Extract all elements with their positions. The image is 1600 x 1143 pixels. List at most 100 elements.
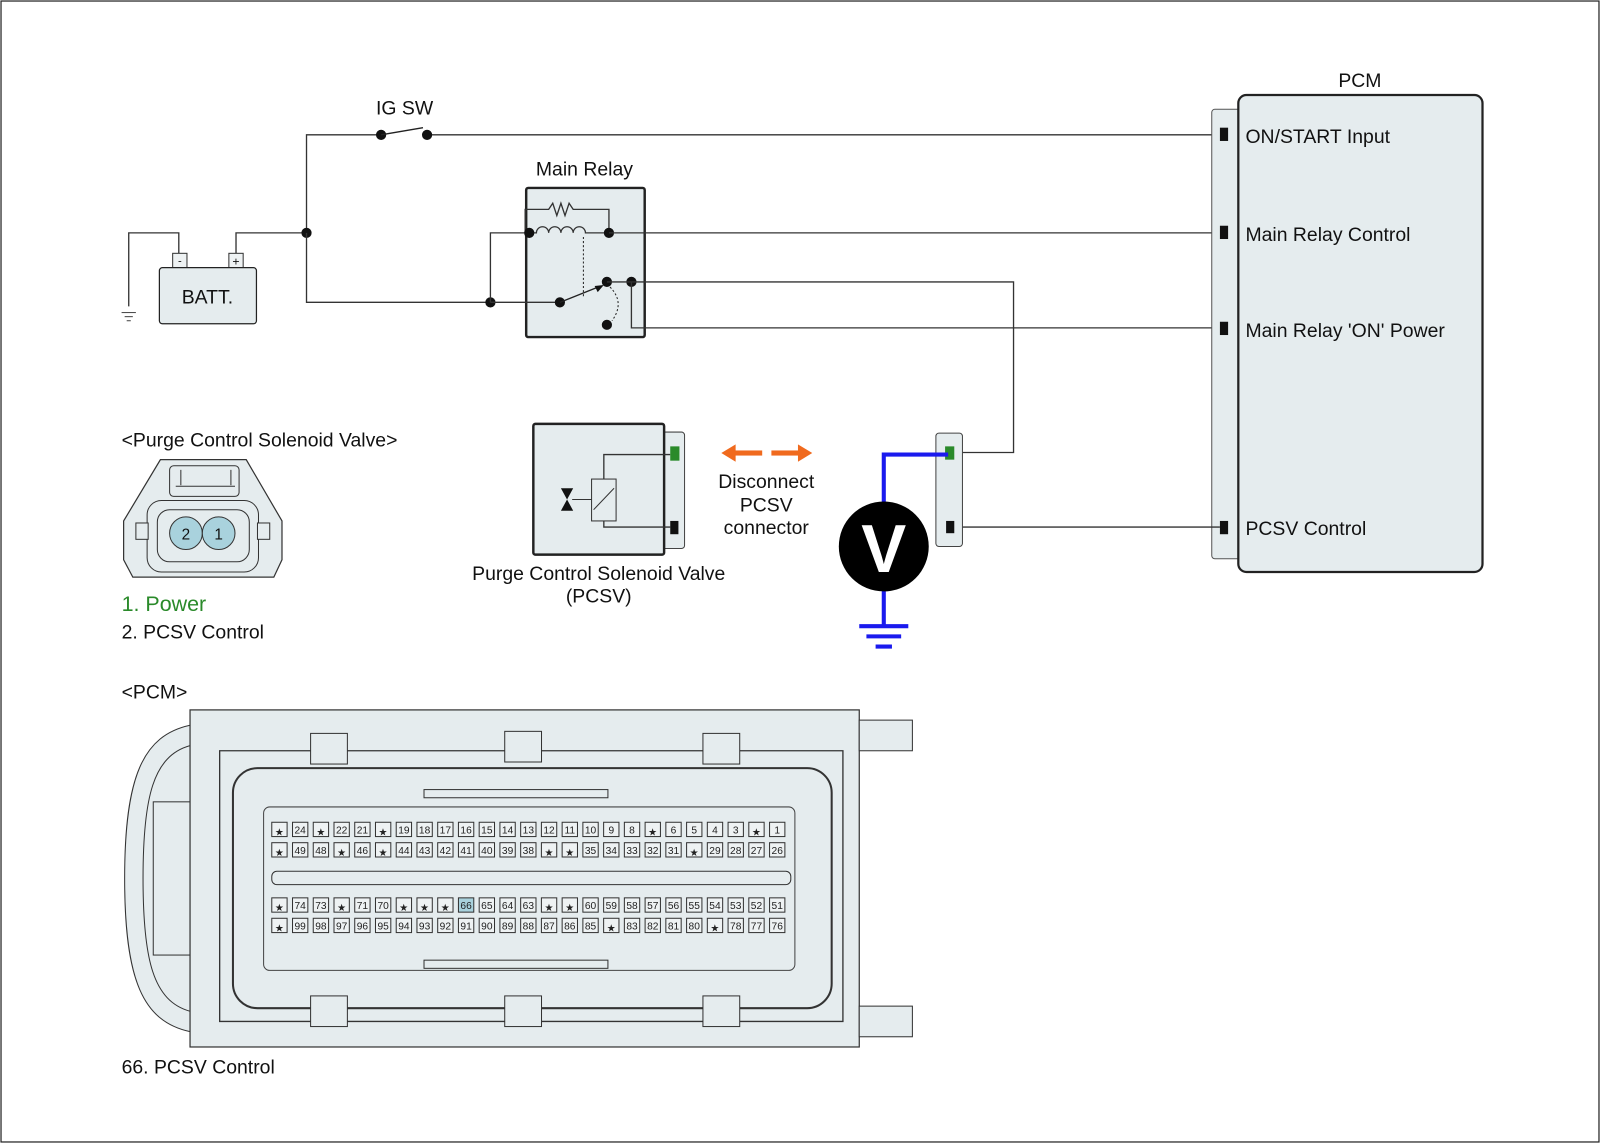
pcm-pin <box>769 897 786 913</box>
pcm-pin <box>312 897 330 913</box>
pcm-pin-number: 71 <box>357 901 369 912</box>
power-pin <box>945 446 955 460</box>
battery-pos-label: + <box>232 255 239 269</box>
pcm-pin-number: 8 <box>629 826 635 837</box>
pcm-pin-number: 86 <box>564 922 576 933</box>
pcm-pin-unused-icon: ★ <box>648 828 657 839</box>
pcm-pin <box>395 917 413 934</box>
pcm-pin <box>478 821 496 838</box>
pcm-pin-number: 34 <box>606 846 618 857</box>
pcm-pin-unused-icon: ★ <box>607 924 616 935</box>
pcm-pin <box>395 897 413 913</box>
pcm-pin <box>499 842 516 858</box>
pcm-pin <box>686 821 703 838</box>
disconnect-label: PCSV <box>740 495 793 517</box>
pcm-pin <box>374 842 392 858</box>
pcm-pin-number: 22 <box>336 826 348 837</box>
ground-icon <box>121 312 136 322</box>
control-pin <box>670 520 679 535</box>
pcm-pin <box>333 897 350 913</box>
pcm-pin-number: 5 <box>691 826 697 837</box>
pcm-pin-number: 51 <box>772 901 784 912</box>
pcm-pin <box>478 897 496 913</box>
pcm-pin-number: 97 <box>336 922 348 933</box>
pcm-pin <box>520 821 537 838</box>
pcm-pin-unused-icon: ★ <box>690 848 699 859</box>
pcm-pin-number: 96 <box>357 922 369 933</box>
pcm-pin-number: 46 <box>357 846 369 857</box>
pcm-title: PCM <box>1338 70 1381 92</box>
disconnect-label: connector <box>724 517 810 539</box>
pcm-pin <box>603 897 620 913</box>
pcm-pin <box>374 897 392 913</box>
pcm-pin <box>416 897 433 913</box>
pcm-pin <box>644 821 661 838</box>
pcm-pin-number: 16 <box>460 826 472 837</box>
pcm-pin <box>748 897 765 913</box>
pcm-pin <box>582 821 599 838</box>
pcm-pin <box>582 897 599 913</box>
pcm-pin <box>686 917 703 934</box>
pcm-pin <box>540 897 558 913</box>
pcm-pin-number: 95 <box>377 922 389 933</box>
pcm-pin <box>374 821 392 838</box>
disconnect-label: Disconnect <box>718 471 815 493</box>
pin-description: 1. Power <box>122 592 207 616</box>
pcm-pin <box>374 917 392 934</box>
pcm-terminal: Main Relay 'ON' Power <box>1219 320 1445 342</box>
pcm-connector-title: <PCM> <box>122 682 188 704</box>
pcm-pin-unused-icon: ★ <box>399 903 408 914</box>
pcm-pin-number: 52 <box>751 901 763 912</box>
pcm-pin-number: 49 <box>294 846 306 857</box>
pcm-pin-unused-icon: ★ <box>275 848 284 859</box>
pcm-pin-number: 29 <box>709 846 721 857</box>
pcm-pin-unused-icon: ★ <box>544 848 553 859</box>
pcm-pin-number: 17 <box>440 826 452 837</box>
pcm-pin <box>520 842 537 858</box>
pcm-pin <box>561 821 578 838</box>
pcm-pin <box>312 917 330 934</box>
pcm-pin-number: 83 <box>626 922 638 933</box>
disconnect-arrows-icon <box>721 444 813 462</box>
pcm-terminal-label: Main Relay Control <box>1245 224 1410 246</box>
pcm-pin <box>561 917 578 934</box>
pcm-pin-number: 91 <box>460 922 472 933</box>
pcm-pin <box>457 842 475 858</box>
pcm-pin-number: 73 <box>315 901 327 912</box>
pcsv-connector-title: <Purge Control Solenoid Valve> <box>122 429 398 451</box>
pcm-pin-unused-icon: ★ <box>275 903 284 914</box>
pcm-pin <box>478 917 496 934</box>
pcm-pin <box>748 917 765 934</box>
pcm-pin-number: 93 <box>419 922 431 933</box>
pcm-pin <box>540 821 558 838</box>
pcm-pin-number: 53 <box>730 901 742 912</box>
pcm-pin-number: 89 <box>502 922 514 933</box>
pcm-pin-number: 98 <box>315 922 327 933</box>
pcm-pin-number: 54 <box>709 901 721 912</box>
pcm-pin-number: 35 <box>585 846 597 857</box>
pcm-pin <box>312 821 330 838</box>
pcm-pin <box>395 842 413 858</box>
pcm-pin <box>706 897 724 913</box>
pin-description: 2. PCSV Control <box>122 621 264 643</box>
pcm-pin <box>582 917 599 934</box>
pcm-pin-number: 65 <box>481 901 493 912</box>
pcm-pin-highlighted <box>457 897 475 913</box>
pcm-pin <box>416 821 433 838</box>
pcm-pin <box>603 842 620 858</box>
pcm-pin-unused-icon: ★ <box>565 848 574 859</box>
pcm-pin-number: 40 <box>481 846 493 857</box>
pcm-pin <box>665 821 682 838</box>
pcm-pin <box>437 917 454 934</box>
pcm-pin-unused-icon: ★ <box>710 924 719 935</box>
pcm-pin <box>727 917 744 934</box>
pcm-pin <box>292 917 309 934</box>
pcm-terminal: ON/START Input <box>1219 126 1391 148</box>
pcm-pin-number: 4 <box>712 826 718 837</box>
pcm-pin <box>644 842 661 858</box>
pcm-pin-number: 74 <box>294 901 306 912</box>
pcm-pin-number: 1 <box>774 826 780 837</box>
pcm-pin <box>748 842 765 858</box>
pcm-pin-number: 76 <box>772 922 784 933</box>
